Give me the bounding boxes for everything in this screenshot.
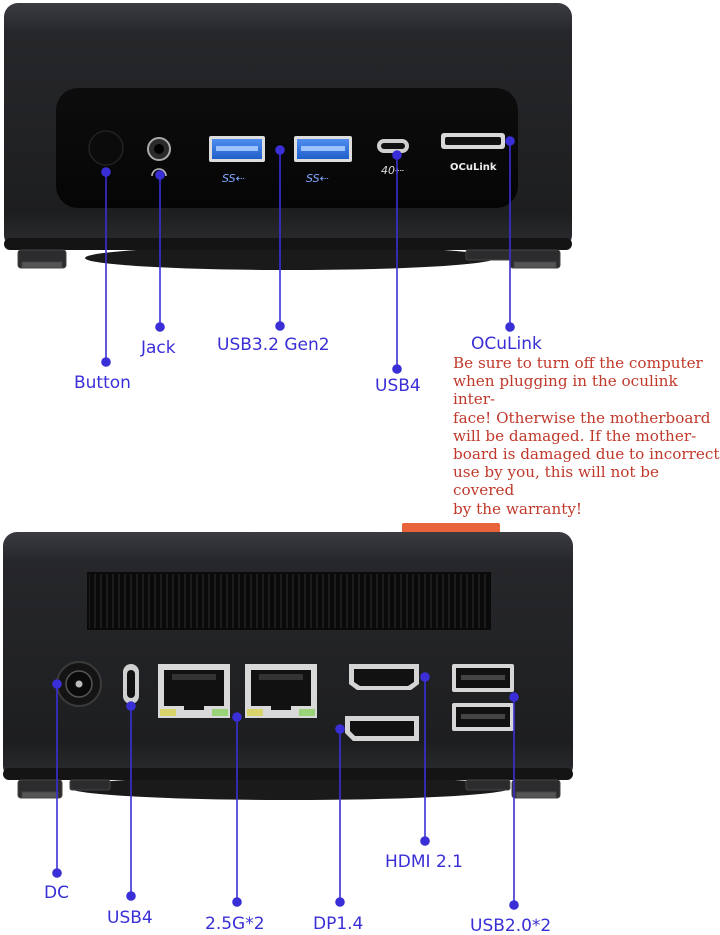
usb4-40-logo: 40⇠ (381, 164, 404, 177)
usb-a-port-icon[interactable] (209, 136, 265, 162)
front-feet (17, 249, 561, 269)
dc-port-icon[interactable] (56, 661, 102, 707)
ethernet-port-icon[interactable] (245, 664, 317, 718)
displayport-port-icon[interactable] (345, 716, 419, 741)
label-usb4-back: USB4 (107, 908, 153, 928)
front-callouts (101, 136, 515, 374)
usb-a-port-icon[interactable] (452, 703, 514, 731)
front-io-panel (56, 88, 518, 208)
ss-logo: SS⇠ (222, 172, 245, 185)
hdmi-port-icon[interactable] (349, 664, 419, 690)
label-dp: DP1.4 (313, 914, 363, 934)
label-button: Button (74, 373, 131, 393)
oculink-warning: Be sure to turn off the computer when pl… (453, 354, 720, 518)
ss-logo: SS⇠ (306, 172, 329, 185)
label-usb32: USB3.2 Gen2 (217, 335, 330, 355)
usb-c-port-icon[interactable] (123, 664, 139, 704)
headphone-icon[interactable] (147, 137, 171, 177)
back-feet (17, 779, 561, 799)
label-jack: Jack (140, 338, 176, 358)
label-usb4-front: USB4 (375, 376, 421, 396)
back-callouts (52, 672, 519, 910)
label-usb20: USB2.0*2 (470, 916, 551, 935)
front-view: SS⇠ SS⇠ 40⇠ OCuLink (4, 3, 572, 270)
label-oculink: OCuLink (471, 334, 542, 354)
oculink-port-text: OCuLink (450, 162, 497, 173)
usb-a-port-icon[interactable] (452, 664, 514, 692)
usb-c-port-icon[interactable] (377, 139, 409, 153)
label-lan: 2.5G*2 (205, 914, 265, 934)
label-hdmi: HDMI 2.1 (385, 852, 463, 872)
oculink-port-icon[interactable] (441, 133, 505, 149)
back-chassis (3, 532, 573, 780)
ethernet-port-icon[interactable] (158, 664, 230, 718)
power-button-icon[interactable] (88, 130, 124, 166)
back-view (3, 523, 573, 800)
vent-grille (87, 572, 491, 630)
label-dc: DC (44, 883, 69, 903)
usb-a-port-icon[interactable] (294, 136, 352, 162)
